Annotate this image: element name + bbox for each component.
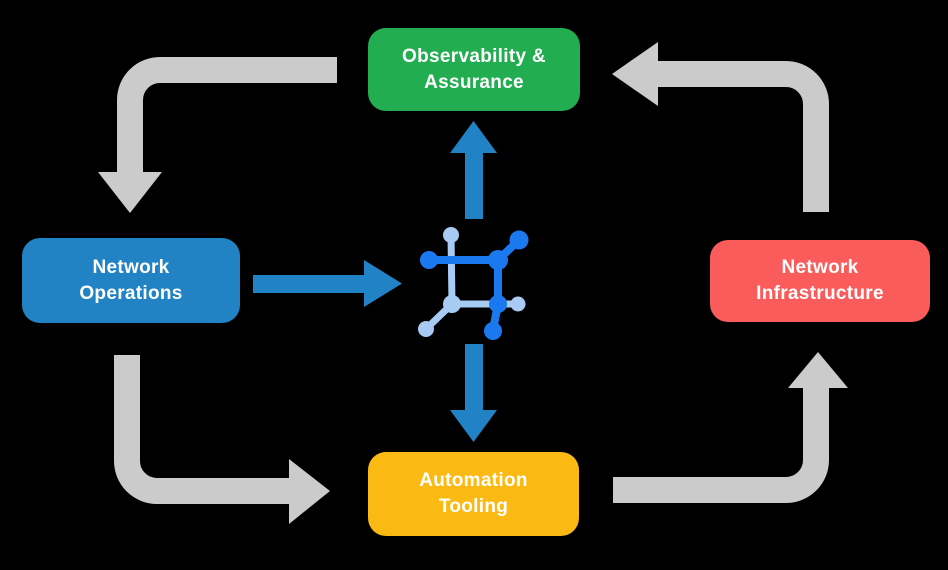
node-label-line: Assurance [424,71,524,93]
arrow-automation-to-infrastructure-shaft [613,388,829,503]
node-observability-assurance: Observability & Assurance [368,28,580,111]
arrow-infrastructure-to-observability-shaft [658,61,829,212]
icon-dark-node-corner-tr [488,250,508,270]
arrow-operations-to-icon-head [364,260,402,307]
network-automation-icon [418,227,529,340]
arrow-icon-to-automation-head [450,410,497,442]
arrow-operations-to-automation-head [289,459,330,524]
icon-light-node-top [443,227,459,243]
cycle-arrows [98,42,848,524]
icon-dark-node-corner-br [489,295,507,313]
icon-light-left-edge [447,234,456,305]
node-label-line: Network [92,256,170,278]
node-automation-tooling: Automation Tooling [368,452,579,536]
arrow-observability-to-operations-head [98,172,162,213]
node-label-line: Automation [419,470,528,491]
node-label-line: Network [781,257,859,278]
arrow-observability-to-operations-shaft [117,57,337,173]
icon-light-node-diagonal [418,321,434,337]
icon-dark-node-left [420,251,438,269]
arrow-automation-to-infrastructure-head [788,352,848,388]
integration-arrows [253,121,497,442]
icon-light-node-corner [443,295,461,313]
node-label-line: Operations [79,282,183,304]
node-network-infrastructure: Network Infrastructure [710,240,930,322]
icon-dark-node-bottom [484,322,502,340]
arrow-operations-to-automation-shaft [114,355,289,504]
icon-dark-node-diagonal [509,230,529,250]
arrow-infrastructure-to-observability-head [612,42,658,106]
icon-light-node-right [510,296,526,312]
arrow-icon-to-observability-head [450,121,497,153]
node-label-line: Observability & [402,45,546,67]
node-label-line: Tooling [438,496,509,517]
node-label-line: Infrastructure [756,283,884,304]
node-network-operations: Network Operations [22,238,240,323]
